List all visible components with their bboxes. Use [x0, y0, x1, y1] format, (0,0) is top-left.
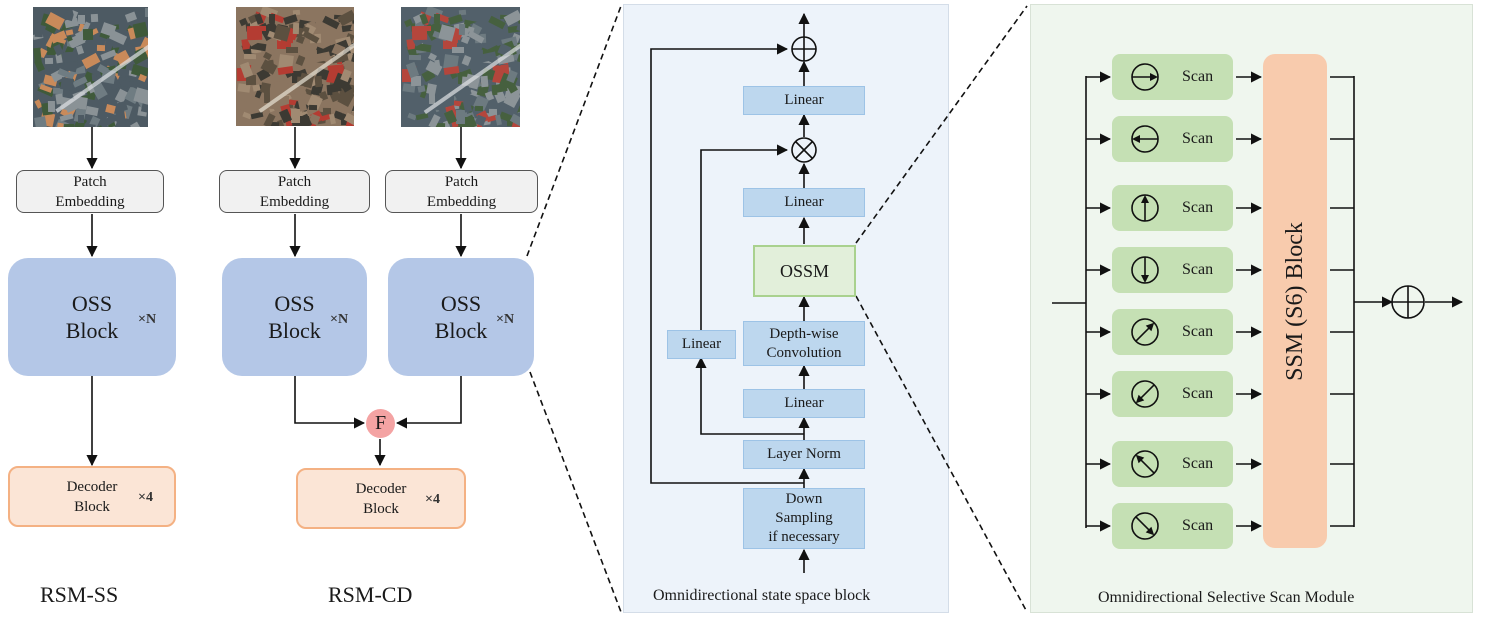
- ssm-s6-block: SSM (S6) Block: [1263, 54, 1327, 548]
- depthwise-convolution: Depth-wise Convolution: [743, 321, 865, 366]
- dashed-zoom-line-3: [855, 5, 1028, 244]
- add-operator-ossm: [1391, 285, 1425, 319]
- fusion-node: F: [366, 409, 395, 438]
- decoder-label: Decoder Block: [66, 478, 118, 515]
- scan-box-down: Scan: [1112, 247, 1233, 293]
- decoder-repeat-label: ×4: [425, 492, 440, 507]
- arrow-right-circle-icon: [1131, 63, 1159, 91]
- dashed-zoom-line-4: [855, 295, 1028, 613]
- dashed-zoom-line-2: [529, 371, 622, 613]
- oss-repeat-label: ×N: [330, 312, 349, 327]
- arrow-oss2-to-fusion: [395, 376, 462, 429]
- ossm-box: OSSM: [753, 245, 856, 297]
- linear-low: Linear: [743, 389, 865, 418]
- aerial-image-rsm-ss: [33, 7, 148, 127]
- scan-label: Scan: [1182, 323, 1214, 340]
- scan-label: Scan: [1182, 130, 1214, 147]
- oss-repeat-label: ×N: [138, 312, 157, 327]
- residual-skip-arrow: [650, 43, 804, 484]
- scan-box-up: Scan: [1112, 185, 1233, 231]
- oss-block-ss: OSS Block ×N: [8, 258, 176, 376]
- linear-top: Linear: [743, 86, 865, 115]
- arrow-oss1-to-fusion: [294, 376, 366, 429]
- ssm-block-label: SSM (S6) Block: [1281, 221, 1308, 381]
- linear-mid: Linear: [743, 188, 865, 217]
- scan-box-down-left: Scan: [1112, 371, 1233, 417]
- down-sampling: Down Sampling if necessary: [743, 488, 865, 549]
- scan-box-left: Scan: [1112, 116, 1233, 162]
- aerial-image-rsm-cd-t1: [236, 7, 354, 126]
- oss-block-cd-2: OSS Block ×N: [388, 258, 534, 376]
- scan-box-down-right: Scan: [1112, 503, 1233, 549]
- decoder-repeat-label: ×4: [138, 490, 153, 505]
- linear-branch: Linear: [667, 330, 736, 359]
- arrow-down-circle-icon: [1131, 256, 1159, 284]
- branch-to-linear-arrow: [695, 356, 804, 435]
- decoder-block-cd: Decoder Block ×4: [296, 468, 466, 529]
- multiply-operator-oss: [791, 137, 817, 163]
- oss-block-label: OSS Block: [268, 291, 321, 343]
- oss-block-label: OSS Block: [65, 291, 119, 343]
- scan-label: Scan: [1182, 68, 1214, 85]
- dashed-zoom-line-1: [526, 5, 622, 257]
- patch-embedding-cd-2: Patch Embedding: [385, 170, 538, 213]
- arrow-down-right-circle-icon: [1131, 512, 1159, 540]
- aerial-image-rsm-cd-t2: [401, 7, 520, 127]
- arrow-left-circle-icon: [1131, 125, 1159, 153]
- patch-embedding-ss: Patch Embedding: [16, 170, 164, 213]
- arrow-up-left-circle-icon: [1131, 450, 1159, 478]
- scan-label: Scan: [1182, 517, 1214, 534]
- decoder-block-ss: Decoder Block ×4: [8, 466, 176, 527]
- oss-repeat-label: ×N: [496, 312, 515, 327]
- caption-rsm-cd: RSM-CD: [328, 582, 413, 607]
- oss-block-label: OSS Block: [434, 291, 488, 343]
- arrow-up-right-circle-icon: [1131, 318, 1159, 346]
- caption-rsm-ss: RSM-SS: [40, 582, 119, 607]
- add-operator-oss: [791, 36, 817, 62]
- scan-box-up-left: Scan: [1112, 441, 1233, 487]
- arrow-up-circle-icon: [1131, 194, 1159, 222]
- caption-ossm: Omnidirectional Selective Scan Module: [1098, 589, 1355, 606]
- scan-box-up-right: Scan: [1112, 309, 1233, 355]
- caption-oss-block: Omnidirectional state space block: [653, 587, 871, 604]
- scan-label: Scan: [1182, 455, 1214, 472]
- scan-label: Scan: [1182, 261, 1214, 278]
- scan-box-right: Scan: [1112, 54, 1233, 100]
- patch-embedding-cd-1: Patch Embedding: [219, 170, 370, 213]
- oss-block-cd-1: OSS Block ×N: [222, 258, 367, 376]
- scan-label: Scan: [1182, 199, 1214, 216]
- gate-arrow: [700, 144, 789, 331]
- decoder-label: Decoder Block: [355, 480, 407, 517]
- scan-label: Scan: [1182, 385, 1214, 402]
- arrow-down-left-circle-icon: [1131, 380, 1159, 408]
- layer-norm: Layer Norm: [743, 440, 865, 469]
